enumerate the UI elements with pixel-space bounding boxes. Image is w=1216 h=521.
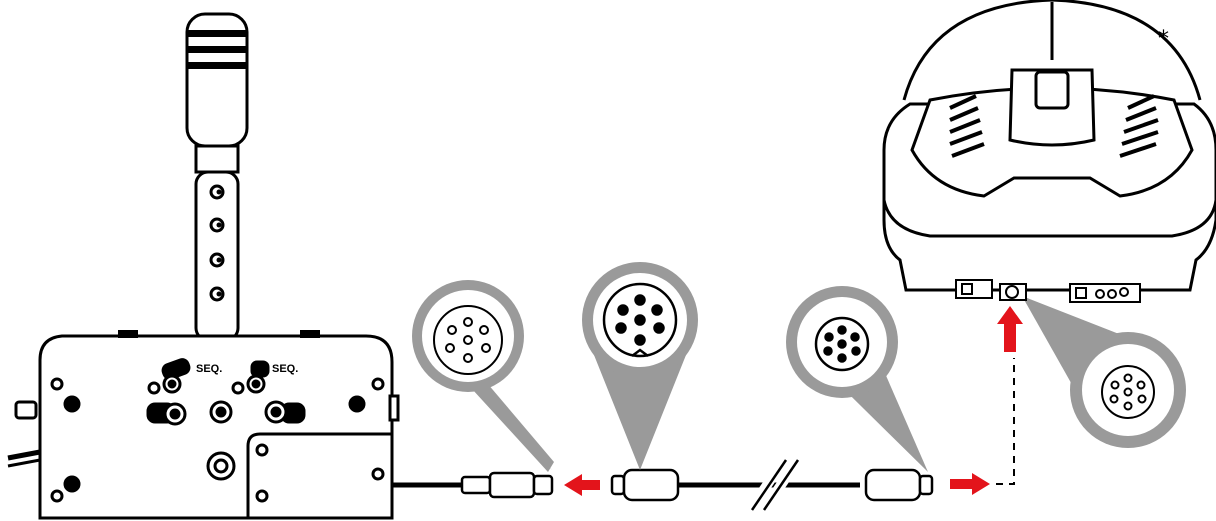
callout-cable-small-plug [786,286,928,472]
adapter-cable [610,457,934,513]
callout-cable-plug [582,262,698,470]
wheel-base [882,0,1216,303]
arrow-left-icon [564,474,600,496]
shifter-body [7,330,400,520]
wheelbase-ports [955,279,1141,303]
callout-shifter-connector [412,280,554,472]
shifter-unit: SEQ. SEQ. [7,12,400,520]
male-connector-right [864,468,934,502]
male-connector-left [610,468,680,502]
shifter-stalk [194,144,240,342]
seq-label-left: SEQ. [196,363,222,375]
arrow-right-icon [950,473,990,495]
seq-label-right: SEQ. [272,363,298,375]
note-asterisk: * [1158,27,1169,52]
arrow-up-icon [997,306,1023,352]
female-connector-left [460,471,554,499]
shifter-cable [392,471,554,499]
dashed-route [996,358,1015,485]
din-plug-icon [602,282,678,358]
mini-din-socket-icon [1101,365,1155,419]
callout-wheelbase-port [1022,296,1186,448]
mini-din-plug-icon [814,316,870,372]
double-slash-break-icon [745,457,803,513]
shifter-knob [185,12,249,148]
din-socket-icon [433,305,503,375]
